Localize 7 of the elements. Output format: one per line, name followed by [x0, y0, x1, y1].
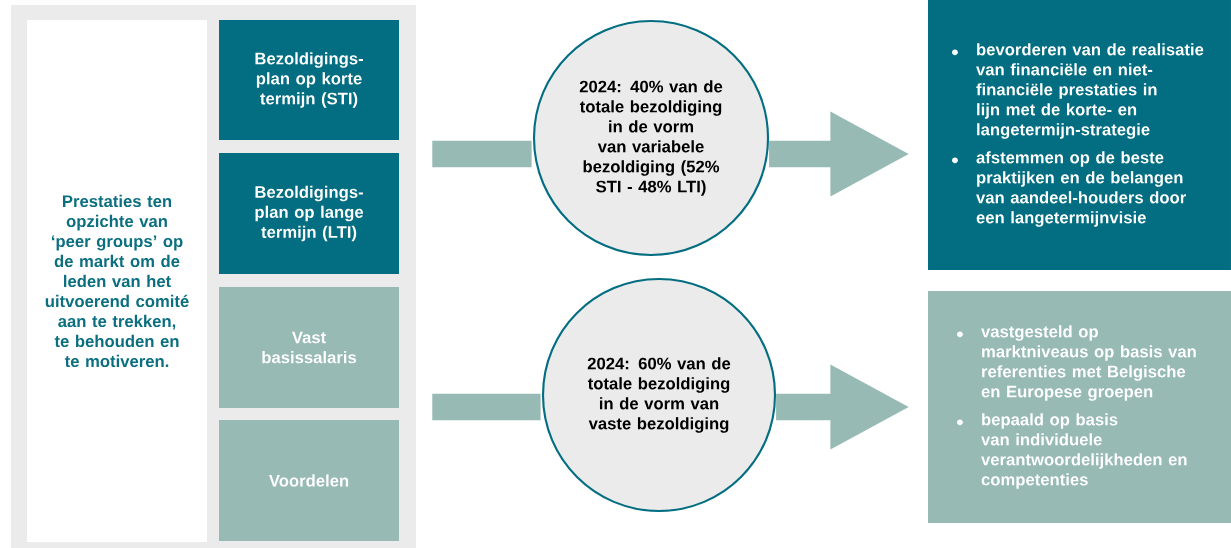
text-box: Prestaties ten opzichte van ‘peer groups’ op de markt om de leden van het uitvoerend comité aan te trekken, te behouden en te motiveren. [27, 20, 207, 542]
salary-box: Vast basissalaris [219, 287, 399, 408]
benefits-box: Voordelen [219, 420, 399, 541]
bullet-box: bevorderen van de realisatie van financiële en niet-financiële prestaties in lijn met de korte- en langetermijn-strategie afstemmen op de beste praktijken en de belangen van aandeel-houders door een langetermijnvisie [928, 0, 1231, 270]
plan-box: Bezoldigings-plan op korte termijn (STI) [219, 20, 399, 140]
plan-box: Bezoldigings-plan op lange termijn (LTI) [219, 153, 399, 274]
bullet-box: vastgesteld op marktniveaus op basis van referenties met Belgische en Europese groepen bepaald op basis van individuele verantwoordelijkheden en competenties [928, 291, 1231, 523]
